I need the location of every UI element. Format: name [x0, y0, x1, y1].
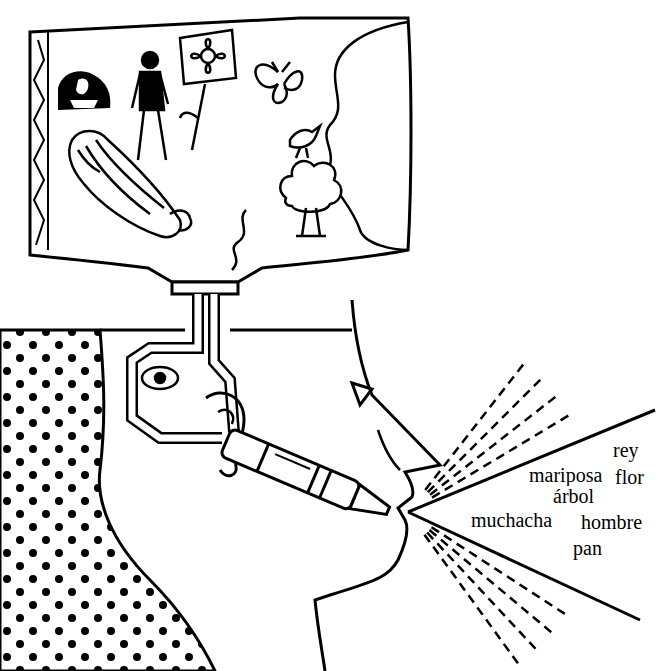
- pipes: [132, 294, 234, 438]
- word-label: muchacha: [470, 510, 553, 530]
- man-icon: [132, 52, 168, 160]
- inner-device: [142, 367, 178, 389]
- word-label: árbol: [552, 486, 595, 506]
- word-label: pan: [572, 538, 603, 558]
- collar: [172, 282, 238, 294]
- eye: [352, 383, 372, 405]
- head-outline: [100, 329, 352, 332]
- word-label: rey: [612, 440, 640, 460]
- cheek-line: [378, 430, 400, 470]
- speech-rays: [424, 362, 570, 665]
- word-label: flor: [614, 467, 645, 487]
- figure-icon: [58, 71, 110, 110]
- hair-region: [0, 330, 215, 671]
- speech-ray: [428, 378, 543, 493]
- butterfly-icon: [255, 62, 302, 103]
- tree-icon: [280, 161, 341, 236]
- thought-screen: [30, 18, 411, 282]
- word-label: mariposa: [528, 465, 603, 485]
- speech-ray: [427, 532, 537, 650]
- speech-ray: [425, 362, 525, 490]
- speech-ray: [429, 530, 553, 634]
- speech-ray: [424, 535, 519, 666]
- screen-curl: [326, 22, 408, 250]
- zigzag: [34, 40, 44, 245]
- flower-icon: [180, 30, 236, 150]
- bird-icon: [290, 126, 320, 158]
- word-label: hombre: [580, 512, 643, 532]
- robed-figure-icon: [69, 131, 191, 237]
- speech-wedge: [408, 410, 655, 620]
- speaking-tube: [220, 428, 394, 524]
- screen-edge: [47, 30, 49, 250]
- speech-ray: [432, 414, 571, 497]
- thought-thread: [232, 210, 246, 270]
- ear-inner: [218, 410, 233, 424]
